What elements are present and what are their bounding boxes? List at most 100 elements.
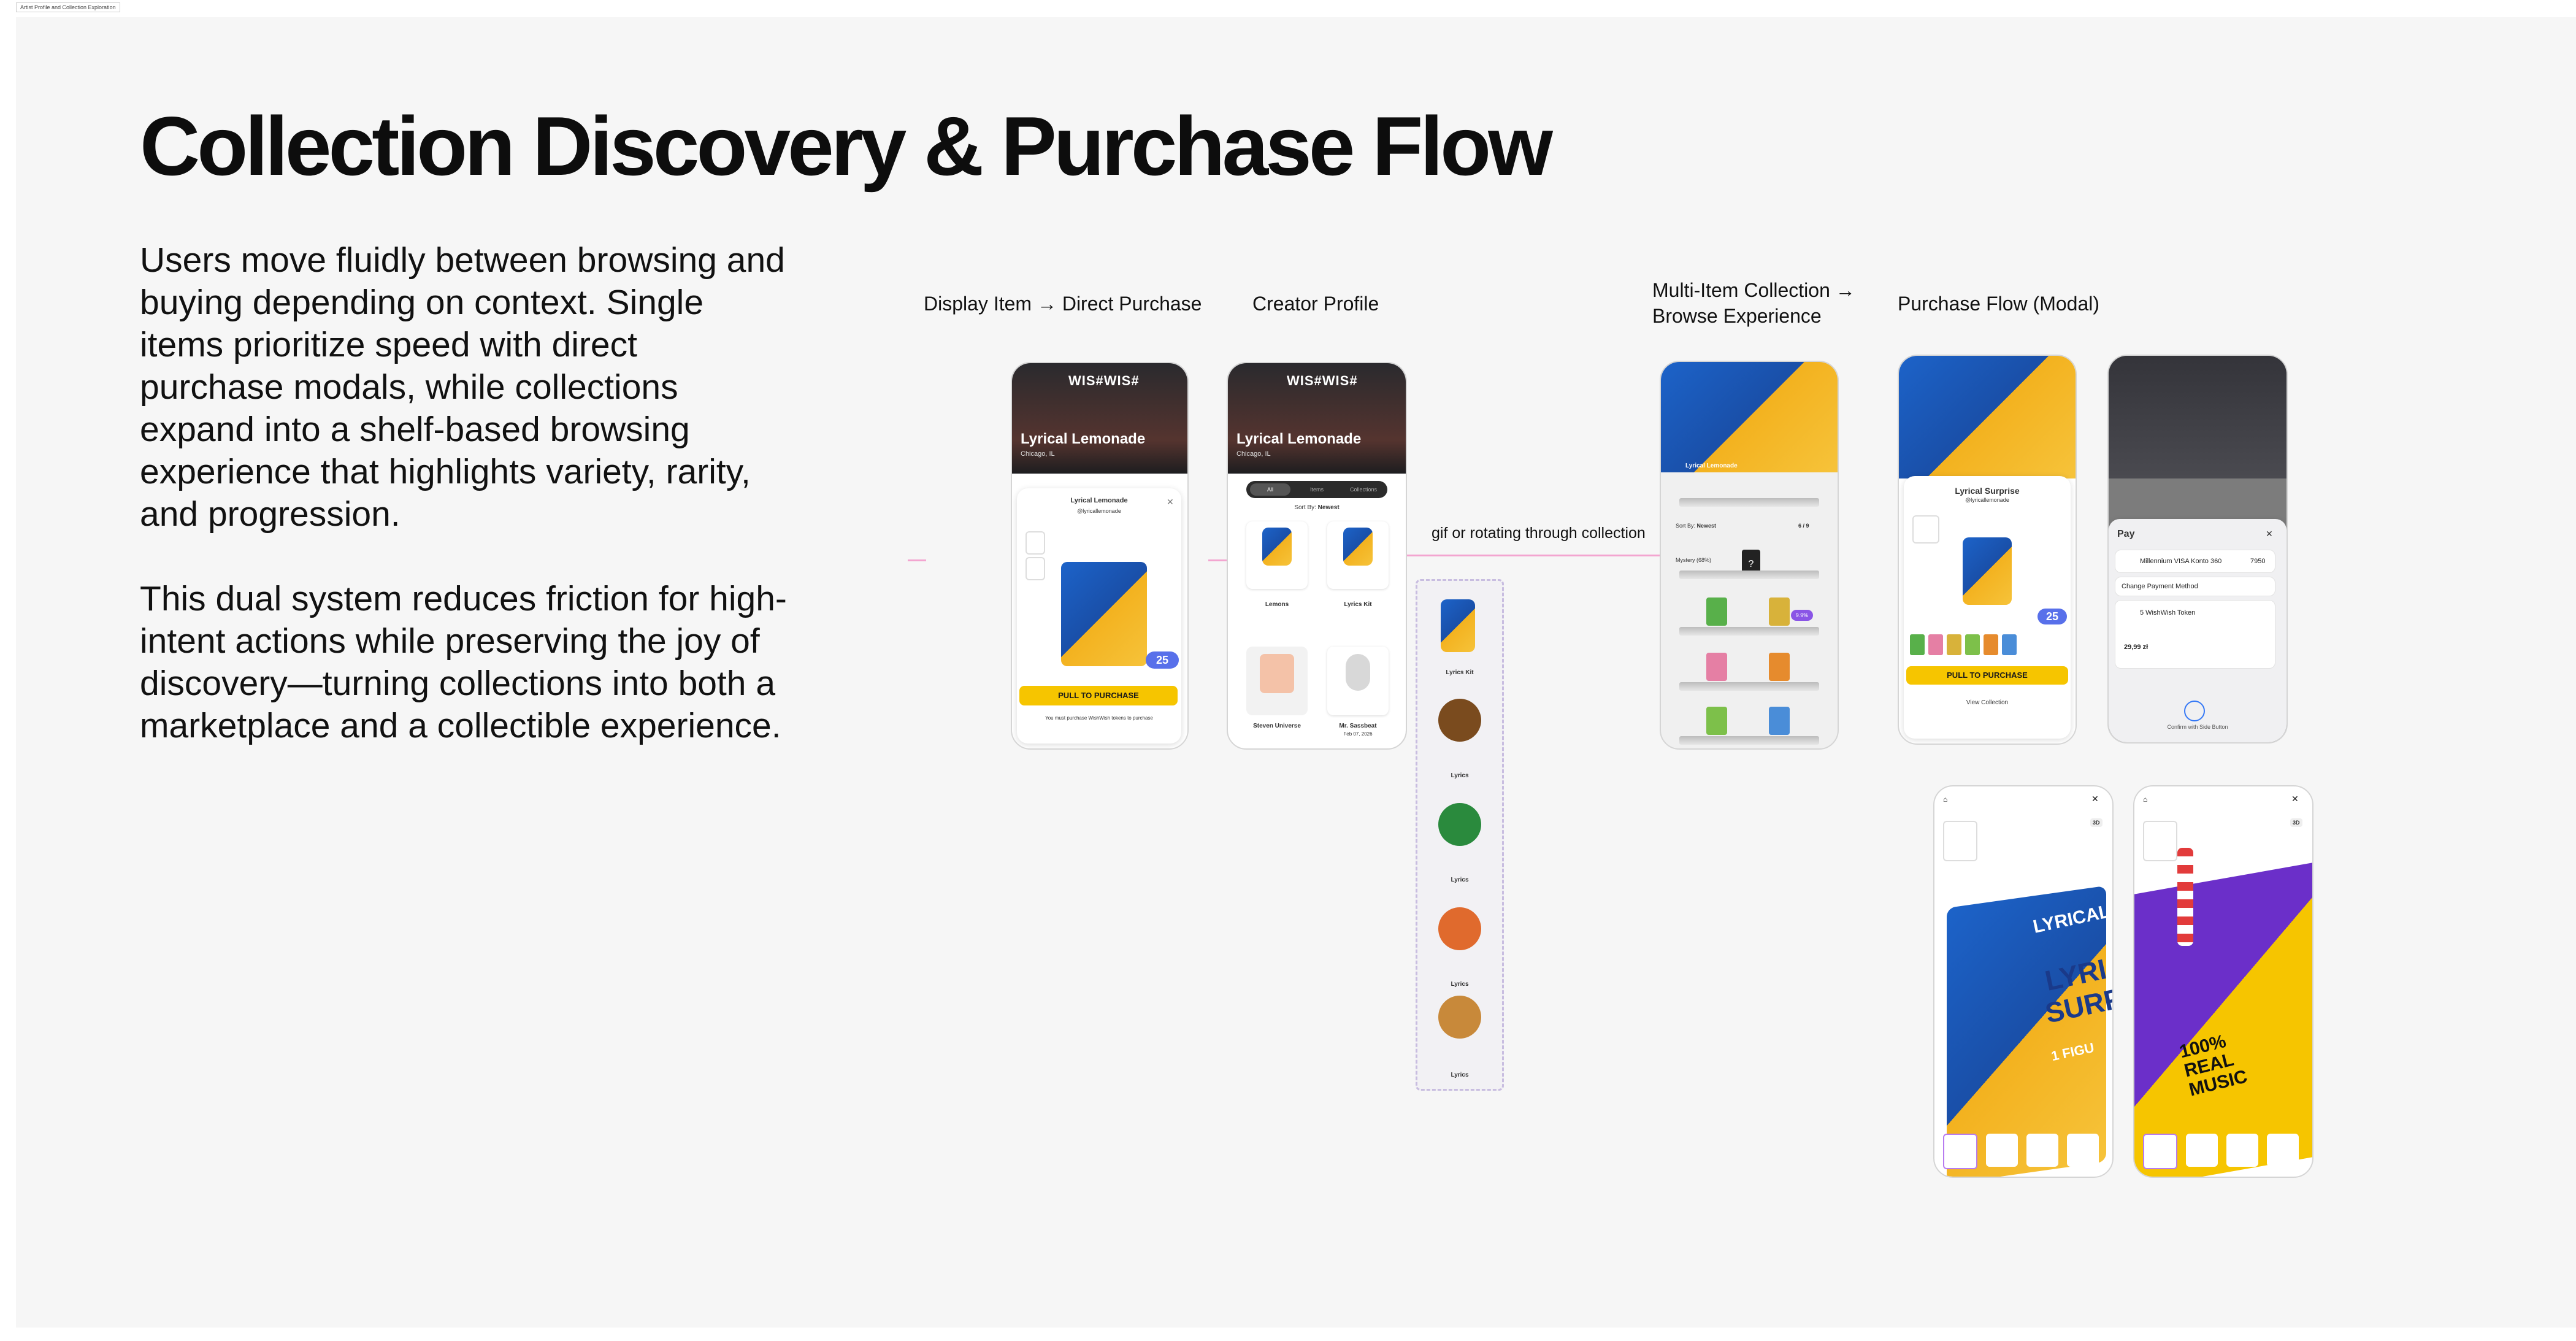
dimmed-hero bbox=[2109, 356, 2287, 478]
brand-logo: WIS#WIS# bbox=[1287, 373, 1358, 388]
card-last-digits: 7950 bbox=[2250, 558, 2266, 565]
confirm-instruction: Confirm with Side Button bbox=[2167, 724, 2228, 730]
tab-all[interactable]: All bbox=[1250, 483, 1290, 496]
gif-item-image bbox=[1438, 996, 1481, 1039]
variant-thumb[interactable] bbox=[1025, 557, 1045, 580]
item-detail-screen: ⌂ ✕ 3D 100% REAL MUSIC bbox=[2133, 785, 2313, 1178]
tab-items[interactable]: Items bbox=[1309, 486, 1324, 493]
shelf bbox=[1679, 682, 1819, 691]
order-summary: 5 WishWish Token 29,99 zł bbox=[2115, 600, 2275, 669]
purchase-modal-screen: Lyrical Surprise @lyricallemonade 25 PUL… bbox=[1898, 355, 2077, 745]
variant-thumb[interactable] bbox=[1912, 515, 1939, 544]
creator-hero: WIS#WIS# Lyrical Lemonade Chicago, IL bbox=[1012, 363, 1187, 474]
item-image bbox=[1343, 528, 1373, 566]
intro-paragraph-2: This dual system reduces friction for hi… bbox=[140, 579, 787, 745]
product-image bbox=[1061, 562, 1147, 666]
pull-to-purchase-button[interactable]: PULL TO PURCHASE bbox=[1906, 666, 2068, 685]
item-date: Feb 07, 2026 bbox=[1343, 731, 1373, 737]
creator-name: Lyrical Lemonade bbox=[1236, 431, 1362, 447]
intro-paragraph-1: Users move fluidly between browsing and … bbox=[140, 240, 785, 534]
item-detail-screen: ⌂ ✕ 3D LYRICAL LYRI SURP 1 FIGU bbox=[1933, 785, 2114, 1178]
pull-to-purchase-button[interactable]: PULL TO PURCHASE bbox=[1019, 686, 1178, 705]
sort-value: Newest bbox=[1317, 504, 1340, 511]
view-collection-link[interactable]: View Collection bbox=[1966, 699, 2009, 706]
change-payment-method[interactable]: Change Payment Method bbox=[2115, 577, 2275, 596]
shelf bbox=[1679, 736, 1819, 745]
sort-control[interactable]: Sort By: Newest bbox=[1228, 504, 1406, 511]
product-3d-view[interactable] bbox=[2134, 863, 2312, 1177]
collection-item[interactable] bbox=[1706, 653, 1727, 681]
variant-thumb[interactable] bbox=[1025, 531, 1045, 555]
variant-thumb[interactable] bbox=[1943, 821, 1977, 861]
creator-handle: @lyricallemonade bbox=[1965, 497, 2009, 503]
rarity-badge: 9.9% bbox=[1791, 610, 1813, 621]
brand-logo: WIS#WIS# bbox=[1068, 373, 1140, 388]
display-item-screen: WIS#WIS# Lyrical Lemonade Chicago, IL Ly… bbox=[1011, 362, 1189, 750]
item-image bbox=[1346, 654, 1370, 691]
apple-pay-label: Pay bbox=[2117, 529, 2134, 540]
collection-item[interactable] bbox=[1706, 597, 1727, 626]
payment-card-row[interactable]: Millennium VISA Konto 360 7950 bbox=[2115, 550, 2275, 573]
creator-name: Lyrical Lemonade bbox=[1021, 431, 1146, 447]
variant-carousel[interactable] bbox=[2143, 1134, 2306, 1169]
creator-hero: WIS#WIS# Lyrical Lemonade Chicago, IL bbox=[1228, 363, 1406, 474]
gif-item-name: Lyrics Kit bbox=[1446, 669, 1474, 676]
sort-control[interactable]: Sort By: Newest bbox=[1676, 523, 1716, 529]
collection-item[interactable] bbox=[1706, 707, 1727, 735]
item-card[interactable] bbox=[1246, 521, 1308, 589]
purchase-modal: Lyrical Lemonade @lyricallemonade ✕ 25 P… bbox=[1017, 488, 1181, 744]
3d-toggle[interactable]: 3D bbox=[2290, 818, 2302, 827]
frame-tag: Artist Profile and Collection Exploratio… bbox=[16, 2, 120, 12]
3d-toggle[interactable]: 3D bbox=[2090, 818, 2103, 827]
tab-collections[interactable]: Collections bbox=[1349, 486, 1378, 493]
close-icon[interactable]: ✕ bbox=[2291, 794, 2299, 804]
modal-title: Lyrical Lemonade bbox=[1070, 497, 1128, 504]
creator-location: Chicago, IL bbox=[1236, 450, 1271, 458]
item-card[interactable] bbox=[1327, 521, 1389, 589]
collection-item[interactable] bbox=[1769, 597, 1790, 626]
close-icon[interactable]: ✕ bbox=[1167, 497, 1174, 507]
connector-line bbox=[1391, 555, 1666, 556]
gif-item-name: Lyrics bbox=[1451, 772, 1469, 779]
item-image bbox=[1262, 528, 1292, 566]
close-icon[interactable]: ✕ bbox=[2091, 794, 2099, 804]
straw-graphic bbox=[2177, 848, 2193, 946]
change-method-label: Change Payment Method bbox=[2122, 583, 2198, 590]
collection-item[interactable] bbox=[1769, 653, 1790, 681]
close-icon[interactable]: ✕ bbox=[2266, 529, 2273, 539]
sort-label: Sort By: bbox=[1294, 504, 1316, 511]
item-card[interactable] bbox=[1246, 647, 1308, 715]
label-display-item: Display Item → Direct Purchase bbox=[924, 293, 1202, 315]
shelf bbox=[1679, 627, 1819, 636]
order-item: 5 WishWish Token bbox=[2140, 609, 2196, 617]
lock-icon: ⌂ bbox=[1943, 795, 1948, 804]
creator-handle: @lyricallemonade bbox=[1077, 508, 1121, 514]
purchase-modal: Lyrical Surprise @lyricallemonade 25 PUL… bbox=[1904, 476, 2071, 739]
variant-thumb[interactable] bbox=[2143, 821, 2177, 861]
sort-label: Sort By: bbox=[1676, 523, 1696, 529]
card-name: Millennium VISA Konto 360 bbox=[2140, 558, 2222, 565]
variant-carousel[interactable] bbox=[1910, 634, 2064, 656]
lock-icon: ⌂ bbox=[2143, 795, 2148, 804]
connector-label: gif or rotating through collection bbox=[1432, 524, 1646, 542]
mystery-label: Mystery (68%) bbox=[1676, 557, 1712, 563]
label-creator-profile: Creator Profile bbox=[1252, 293, 1379, 315]
product-image bbox=[1963, 537, 2012, 605]
price-badge: 25 bbox=[1146, 651, 1179, 669]
gif-item-image bbox=[1438, 699, 1481, 742]
pay-text: Pay bbox=[2117, 529, 2135, 539]
shelf bbox=[1679, 498, 1819, 507]
label-multi-item: Multi-Item Collection → Browse Experienc… bbox=[1652, 279, 1855, 327]
item-name: Steven Universe bbox=[1253, 723, 1301, 729]
item-image bbox=[1260, 654, 1294, 693]
collection-item[interactable] bbox=[1769, 707, 1790, 735]
page-title: Collection Discovery & Purchase Flow bbox=[140, 99, 1553, 193]
collection-banner bbox=[1661, 362, 1838, 472]
gif-item-name: Lyrics bbox=[1451, 981, 1469, 988]
price-badge: 25 bbox=[2037, 609, 2067, 624]
shelf bbox=[1679, 571, 1819, 579]
purchase-footnote: You must purchase WishWish tokens to pur… bbox=[1045, 715, 1153, 721]
variant-carousel[interactable] bbox=[1943, 1134, 2106, 1169]
item-card[interactable] bbox=[1327, 647, 1389, 715]
side-button-icon bbox=[2184, 701, 2205, 721]
